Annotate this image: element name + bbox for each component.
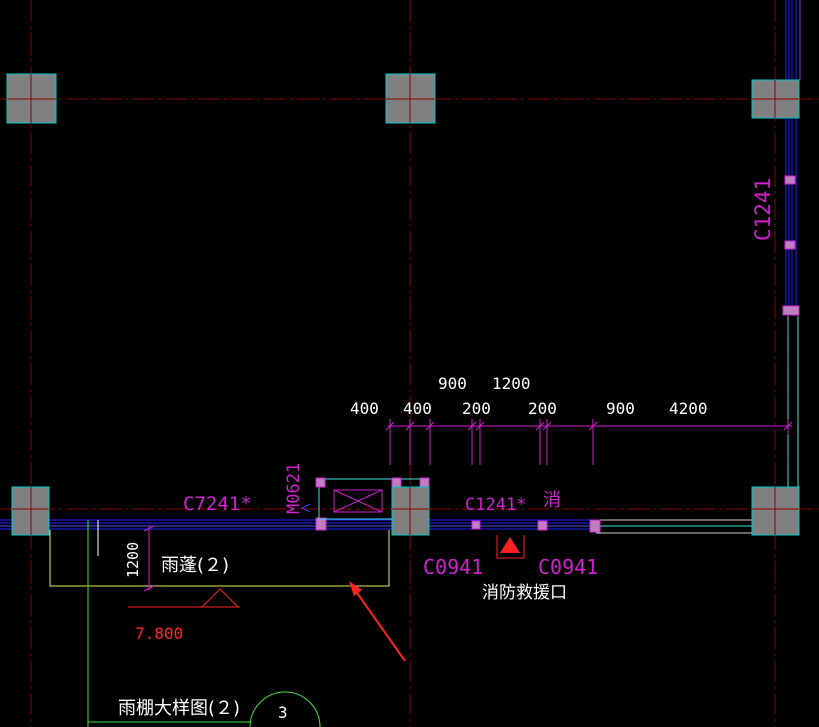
fire-rescue-label: 消防救援口 [482, 583, 567, 603]
wall-marker [782, 305, 800, 316]
window-label-c1241-vertical: C1241 [751, 178, 775, 241]
column [751, 486, 800, 536]
dimension-900: 900 [606, 399, 635, 418]
elevation-label: 7.800 [135, 624, 183, 643]
canopy-depth-label: 1200 [124, 542, 142, 578]
wall-marker [537, 520, 548, 531]
dimension-line [385, 419, 793, 465]
door-opening [300, 477, 430, 520]
detail-circle [249, 691, 321, 727]
wall-marker [589, 519, 601, 533]
dimension-400-a: 400 [350, 399, 379, 418]
window-label-c0941-left: C0941 [423, 555, 483, 579]
detail-title: 雨棚大样图(２) [118, 698, 240, 719]
bottom-wall [0, 517, 752, 534]
dimension-4200: 4200 [669, 399, 708, 418]
door-corner-marker [391, 477, 402, 488]
dimension-200-b: 200 [528, 399, 557, 418]
canopy-dimension [143, 525, 155, 592]
wall-marker [784, 175, 796, 185]
canopy-outline [49, 530, 390, 587]
wall-marker [784, 240, 796, 250]
column [751, 79, 800, 119]
door-label-m0621: M0621 [284, 463, 304, 514]
columns [6, 73, 800, 536]
door-corner-marker [419, 477, 430, 488]
annotation-arrow [349, 581, 406, 662]
detail-number: 3 [278, 703, 288, 722]
window-label-c7241: C7241* [183, 493, 252, 515]
column [385, 73, 436, 124]
fire-label-char: 消 [543, 490, 561, 511]
dimension-200-a: 200 [462, 399, 491, 418]
dimension-400-b: 400 [403, 399, 432, 418]
canopy-label: 雨蓬(２) [161, 555, 229, 576]
wall-marker [315, 517, 327, 531]
wall-marker [471, 520, 481, 530]
fire-rescue-marker [496, 535, 525, 559]
door-corner-marker [315, 477, 326, 488]
column [6, 73, 57, 124]
column [391, 486, 430, 536]
column [11, 486, 50, 536]
elevation-symbol [128, 588, 240, 608]
right-wall [782, 0, 801, 487]
window-label-c1241: C1241* [465, 495, 526, 515]
dimension-upper-900: 900 [438, 374, 467, 393]
window-label-c0941-right: C0941 [538, 555, 598, 579]
dimension-upper-1200: 1200 [492, 374, 531, 393]
